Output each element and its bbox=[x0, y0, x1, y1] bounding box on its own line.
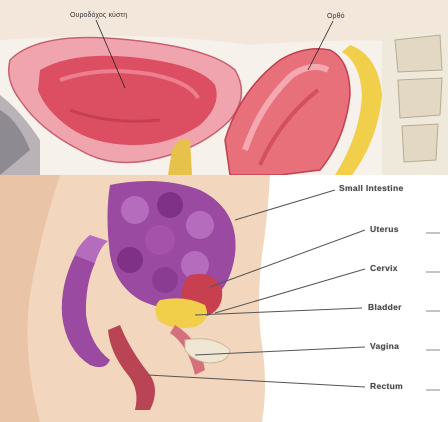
label-bladder: Bladder bbox=[368, 302, 402, 312]
label-rectum: Ορθό bbox=[327, 13, 345, 20]
label-vagina: Vagina bbox=[370, 341, 399, 351]
bladder-rectum-drawing bbox=[0, 0, 448, 175]
bladder bbox=[155, 298, 207, 328]
label-uterus: Uterus bbox=[370, 224, 399, 234]
bladder-rectum-illustration: Ουροδόχος κύστη Ορθό bbox=[0, 0, 448, 175]
label-small-intestine: Small Intestine bbox=[339, 183, 404, 193]
label-cervix: Cervix bbox=[370, 263, 398, 273]
female-pelvis-illustration: Small Intestine Uterus Cervix Bladder Va… bbox=[0, 175, 448, 422]
label-rectum: Rectum bbox=[370, 381, 403, 391]
label-bladder: Ουροδόχος κύστη bbox=[70, 12, 127, 19]
